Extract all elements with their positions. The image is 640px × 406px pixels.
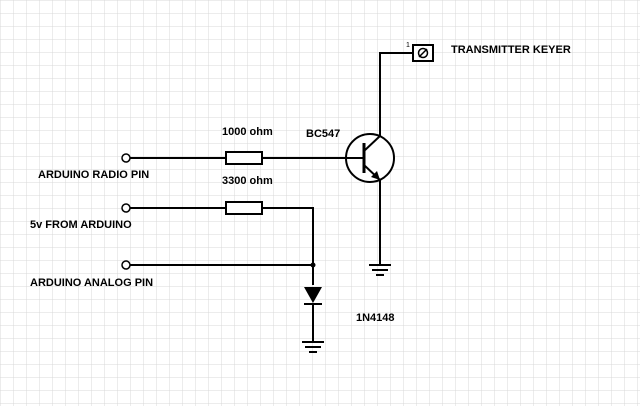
collector-wire <box>379 52 415 134</box>
diode-1n4148 <box>304 287 322 303</box>
connector-icon <box>412 44 434 62</box>
resistor-to-node-wire <box>262 207 314 285</box>
junction-dot <box>310 262 316 268</box>
ground-symbol-diode <box>302 341 324 353</box>
diode-label: 1N4148 <box>356 312 395 324</box>
transistor-label: BC547 <box>306 128 340 140</box>
arduino-analog-pin-label: ARDUINO ANALOG PIN <box>30 277 153 289</box>
transistor-bc547 <box>345 133 395 183</box>
ground-symbol-emitter <box>369 264 391 276</box>
transmitter-keyer-label: TRANSMITTER KEYER <box>451 44 571 56</box>
resistor-1000-ohm <box>225 151 263 165</box>
connector-pin-label: 1 <box>406 42 410 49</box>
five-volt-label: 5v FROM ARDUINO <box>30 219 132 231</box>
resistor-1000-label: 1000 ohm <box>222 126 273 138</box>
resistor-3300-label: 3300 ohm <box>222 175 273 187</box>
arduino-radio-pin-label: ARDUINO RADIO PIN <box>38 169 149 181</box>
radio-pin-terminal <box>121 153 131 163</box>
analog-pin-terminal <box>121 260 131 270</box>
resistor-3300-ohm <box>225 201 263 215</box>
five-volt-terminal <box>121 203 131 213</box>
